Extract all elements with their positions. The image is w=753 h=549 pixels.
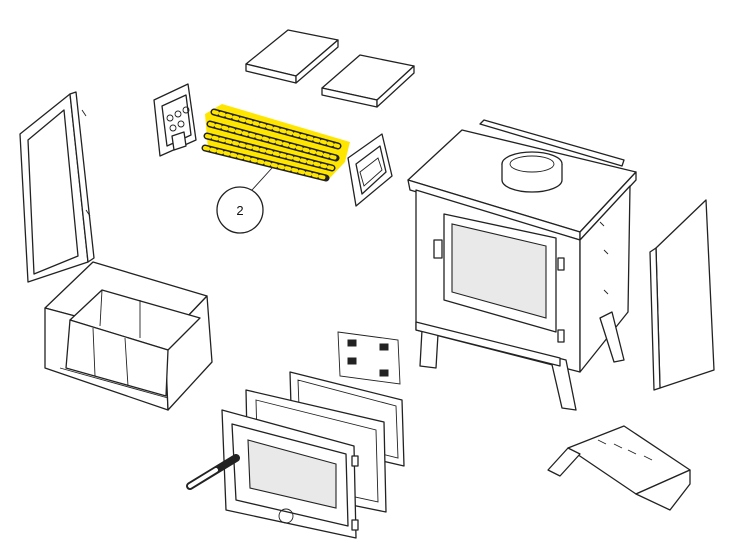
stove-legs (415, 311, 625, 411)
air-tube-2 (206, 120, 340, 162)
secondary-air-tubes (201, 104, 350, 182)
callout-2: 2 (216, 167, 273, 234)
air-tube-1 (210, 108, 342, 150)
air-tube-3 (203, 132, 336, 172)
baffle-plate-right (321, 54, 415, 108)
flue-collar (501, 151, 563, 193)
stove-body (407, 119, 637, 373)
stove-door (221, 409, 359, 539)
side-panel-right (649, 199, 715, 391)
door-handle (186, 454, 240, 490)
firebrick-set (44, 261, 213, 411)
air-tube-4 (201, 144, 330, 182)
fixings-card (337, 331, 401, 385)
tube-bracket-left (153, 83, 197, 157)
ash-grate (547, 425, 691, 511)
tube-bracket-right (347, 133, 393, 207)
callout-label: 2 (236, 203, 243, 218)
side-panel-left (19, 91, 95, 283)
baffle-plate-left (245, 29, 339, 84)
